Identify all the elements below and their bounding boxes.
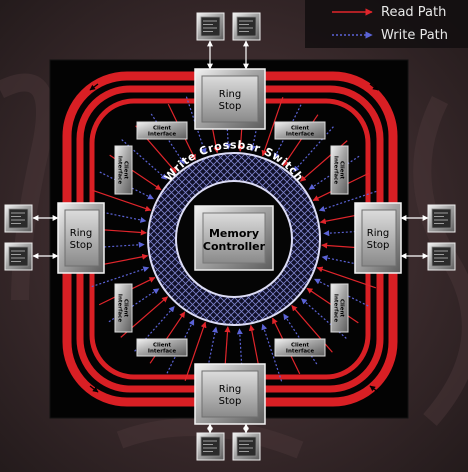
read-path-arrow [261,96,284,157]
client-interface-label-line1: Client [123,299,129,317]
legend-write-label: Write Path [381,28,448,43]
external-module[interactable] [4,242,33,271]
ring-stop-label-line1: Ring [70,228,92,239]
client-interface-label-line2: Interface [333,156,339,184]
client-interface-label-line2: Interface [117,294,123,322]
external-links [32,40,429,434]
ring-stop-label-line2: Stop [219,101,242,112]
legend: Read Path Write Path [305,0,468,48]
external-module[interactable] [427,204,456,233]
client-interface-label-line1: Client [153,343,171,349]
client-interface-label-line2: Interface [117,156,123,184]
memory-controller[interactable]: Memory Controller [194,205,274,271]
write-path-arrow [91,266,150,288]
client-interface-label-line1: Client [291,126,309,132]
ring-stop-label-line1: Ring [219,384,241,395]
ring-stop-label-line2: Stop [219,396,242,407]
ring-direction-arrows [89,83,379,393]
write-path-arrow [261,323,283,382]
external-module[interactable] [427,242,456,271]
external-module[interactable] [232,12,261,41]
client-interface-label-line1: Client [123,161,129,179]
client-interface-label-line2: Interface [333,294,339,322]
write-path-arrow [293,126,334,173]
ring-stop-label-line2: Stop [70,240,93,251]
ring-stop-label-line2: Stop [367,240,390,251]
external-module[interactable] [4,204,33,233]
external-modules [4,12,456,461]
external-module[interactable] [196,12,225,41]
client-interface-label-line1: Client [339,299,345,317]
client-interfaces: ClientInterfaceClientInterfaceClientInte… [114,121,349,357]
read-path-arrow [291,304,333,353]
external-module[interactable] [232,432,261,461]
client-interface-label-line1: Client [153,126,171,132]
client-interface-label-line1: Client [291,343,309,349]
read-path-arrow [316,266,377,289]
memory-controller-label-line1: Memory [209,227,259,240]
client-interface-label-line1: Client [339,161,345,179]
external-module[interactable] [196,432,225,461]
client-interface-label-line2: Interface [286,132,314,138]
read-path-arrow [184,321,207,382]
read-path-arrow [91,189,152,212]
write-path-arrow [313,278,369,307]
ring-stop-label-line1: Ring [219,89,241,100]
client-interface-label-line2: Interface [148,132,176,138]
client-interface-label-line2: Interface [286,349,314,355]
memory-controller-label-line2: Controller [203,240,266,253]
client-interface-label-line2: Interface [148,349,176,355]
write-path-arrow [318,190,377,212]
ring-stop-label-line1: Ring [367,228,389,239]
legend-read-label: Read Path [381,5,446,20]
